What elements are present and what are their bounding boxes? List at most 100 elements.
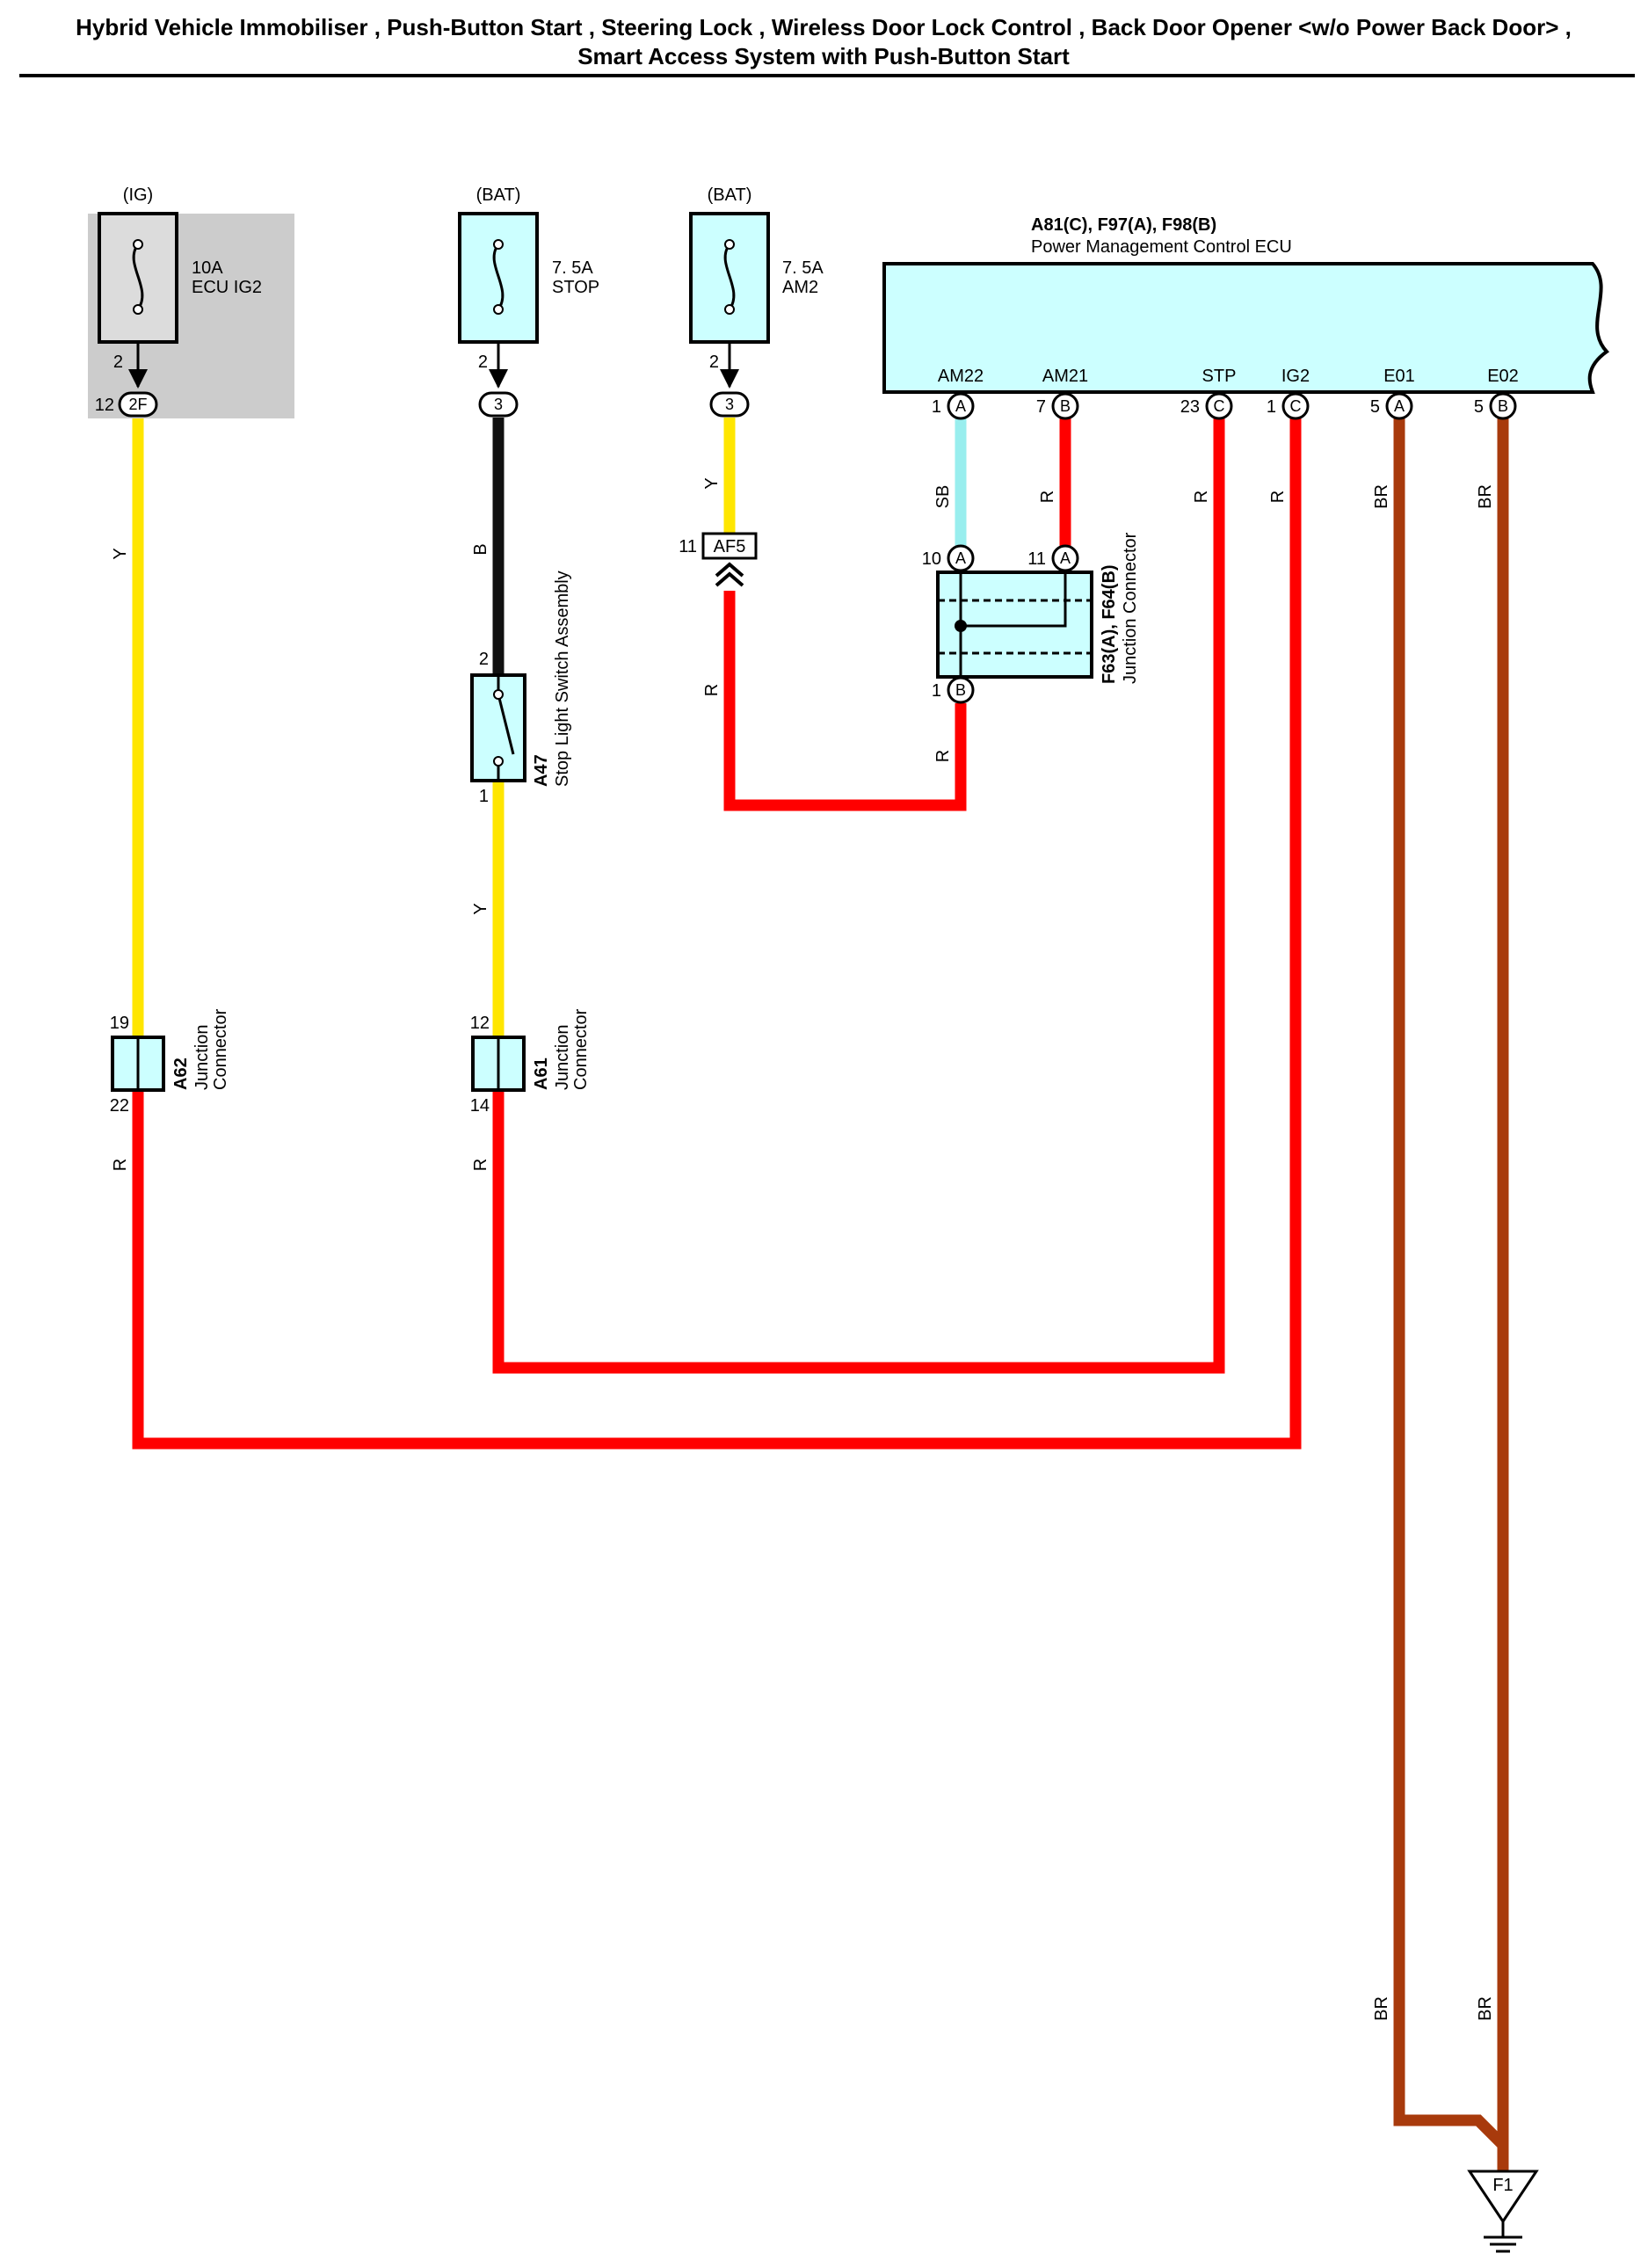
f63-pin-a-left-number: 10 (922, 549, 941, 569)
stop-switch-node-top (493, 689, 504, 700)
ecu-terminal-stp: STP C 23 (1180, 367, 1237, 420)
ecu-terminal-pin-number: 5 (1370, 397, 1380, 417)
wire-label: R (471, 1159, 490, 1171)
stop-switch-pin-bottom: 1 (479, 787, 489, 806)
f63-pin-a-right-conn: A (1060, 549, 1071, 567)
af5-connector-pin: 11 (679, 537, 697, 556)
ecu-box (882, 262, 1610, 394)
fuse-ig2-dot-top (133, 239, 143, 250)
f63-pin-b (947, 676, 975, 704)
af5-connector-box (701, 532, 758, 560)
f63-pin-a-right-number: 11 (1027, 549, 1046, 569)
wire-label: R (1268, 491, 1288, 503)
fuse-am2-dot-top (724, 239, 735, 250)
fuse-am2-name: AM2 (782, 278, 818, 297)
ecu-terminal-conn: A (1394, 397, 1405, 415)
fuse-stop-connector (478, 391, 519, 418)
stop-switch-code: A47 (532, 754, 551, 787)
ecu-terminal-pin (1051, 392, 1079, 420)
ecu-codes: A81(C), F97(A), F98(B) (1031, 215, 1216, 235)
stop-switch-node-bottom (493, 756, 504, 767)
ecu-terminal-conn: A (955, 397, 966, 415)
wire-label: BR (1372, 484, 1391, 509)
ecu-terminal-pin (1205, 392, 1233, 420)
fuse-stop-supply-label: (BAT) (476, 185, 521, 205)
wire-label: R (702, 684, 722, 696)
wire-label: BR (1372, 1996, 1391, 2021)
wire-label: BR (1476, 484, 1495, 509)
fuse-am2-pin-top: 2 (709, 353, 719, 372)
fuse-ig2-rating: 10A (192, 258, 223, 278)
fuse-ig2-name: ECU IG2 (192, 278, 262, 297)
fuse-stop-dot-bottom (493, 304, 504, 315)
fuse-stop-arrow (489, 369, 508, 389)
a61-name-line2: Connector (571, 1008, 591, 1090)
ecu-terminal-label: AM21 (1042, 367, 1088, 386)
a62-name-line1: Junction (192, 1025, 212, 1091)
fuse-stop-rating: 7. 5A (552, 258, 593, 278)
a61-code: A61 (532, 1058, 551, 1090)
a62-code: A62 (171, 1058, 191, 1090)
stop-switch-contact (497, 694, 515, 755)
f63-name: Junction Connector (1121, 532, 1140, 684)
ecu-terminal-pin (947, 392, 975, 420)
fuse-stop-pin-top: 2 (478, 353, 488, 372)
stop-switch-pin-top: 2 (479, 650, 489, 669)
fuse-ig2-supply-label: (IG) (123, 185, 153, 205)
f63-code: F63(A), F64(B) (1100, 564, 1119, 684)
a62-pin-top: 19 (110, 1014, 129, 1033)
diagram-title-line1: Hybrid Vehicle Immobiliser , Push-Button… (76, 14, 1572, 40)
ecu-terminal-pin-number: 1 (932, 397, 941, 417)
fuse-stop-dot-top (493, 239, 504, 250)
ecu-terminal-ig2: IG2 C 1 (1267, 367, 1310, 420)
a62-pin-bottom: 22 (110, 1096, 129, 1116)
fuse-ig2-pin-top: 2 (113, 353, 123, 372)
ecu-terminal-pin-number: 5 (1474, 397, 1484, 417)
ecu-terminal-conn: B (1498, 397, 1508, 415)
ecu-terminal-am21: AM21 B 7 (1036, 367, 1088, 420)
ecu-terminal-label: STP (1202, 367, 1237, 386)
wire-label: R (1192, 491, 1211, 503)
ecu-terminal-pin (1489, 392, 1517, 420)
ecu-name: Power Management Control ECU (1031, 237, 1292, 257)
wire-label: Y (111, 548, 130, 559)
fuse-ig2-arrow (128, 369, 148, 389)
fuse-ig2-pin: 12 (95, 396, 114, 415)
ecu-terminal-label: AM22 (938, 367, 984, 386)
f63-splice-dot (955, 620, 967, 632)
fuse-stop-name: STOP (552, 278, 599, 297)
ecu-terminal-e02: E02 B 5 (1474, 367, 1519, 420)
ecu-terminal-am22: AM22 A 1 (932, 367, 984, 420)
ecu-terminal-label: IG2 (1281, 367, 1310, 386)
f63-pin-b-conn: B (955, 681, 966, 699)
wire-label: R (1038, 491, 1057, 503)
fuse-am2-connector-label: 3 (725, 396, 734, 413)
ecu-terminal-pin (1385, 392, 1413, 420)
fuse-ig2-icon (132, 244, 144, 310)
wire-label: BR (1476, 1996, 1495, 2021)
wire-stop-red (492, 418, 1225, 1374)
fuse-ig2-connector-label: 2F (128, 396, 147, 413)
wire-ig2-red (132, 418, 1302, 1450)
wire-label: Y (471, 903, 490, 914)
wire-label: R (111, 1159, 130, 1171)
fuse-am2-arrow (720, 369, 739, 389)
f63-pin-a-left-conn: A (955, 549, 966, 567)
fuse-am2-rating: 7. 5A (782, 258, 824, 278)
wire-label: R (933, 750, 953, 762)
fuse-ig2-dot-bottom (133, 304, 143, 315)
diagram-title-line2: Smart Access System with Push-Button Sta… (577, 43, 1070, 69)
a61-name-line1: Junction (553, 1025, 572, 1091)
ecu-terminal-label: E01 (1383, 367, 1415, 386)
a62-name-line2: Connector (211, 1008, 230, 1090)
fuse-ig2-connector (118, 391, 158, 418)
ecu-terminal-conn: B (1060, 397, 1071, 415)
ecu-terminal-pin-number: 23 (1180, 397, 1200, 417)
ground-label: F1 (1492, 2176, 1513, 2195)
fuse-am2-icon (723, 244, 736, 310)
ecu-terminal-pin (1281, 392, 1310, 420)
wire-label: B (471, 543, 490, 555)
af5-connector-label: AF5 (714, 537, 746, 556)
a61-pin-top: 12 (470, 1014, 490, 1033)
